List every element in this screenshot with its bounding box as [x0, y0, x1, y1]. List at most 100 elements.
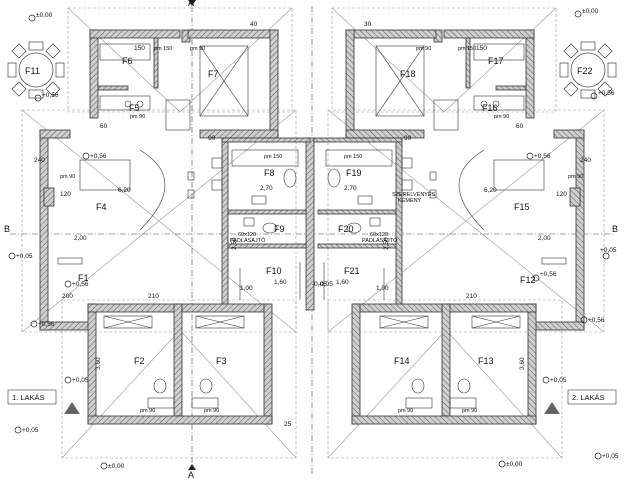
notes: 60x120 PADLÁSAJTÓ 60x120 PADLÁSAJTÓ SZER…: [230, 191, 436, 244]
door-tag-f5: pm 90: [130, 114, 145, 120]
room-f4: F4: [96, 202, 107, 212]
level-markers: [8, 10, 610, 470]
level-bottom-left: +0,05: [22, 427, 39, 434]
level-b-right: +0,05: [600, 247, 617, 254]
dim-210-right: 210: [466, 293, 477, 300]
room-f21: F21: [344, 266, 360, 276]
door-tag-f3: pm 90: [204, 408, 219, 414]
room-f16: F16: [482, 103, 498, 113]
level-f22: +0,56: [598, 90, 615, 97]
dim-150-f6: 150: [134, 45, 145, 52]
door-tag-f13: pm 90: [462, 408, 477, 414]
apartment-box-right: [567, 389, 617, 405]
dim-270-left: 2,70: [260, 185, 273, 192]
level-terrace-right: +0,56: [588, 317, 605, 324]
room-f20: F20: [338, 224, 354, 234]
flue-note-2: KÉMÉNY: [398, 197, 422, 204]
level-bottom-right: +0,05: [602, 453, 619, 460]
room-labels: F1 F2 F3 F4 F5 F6 F7 F8 F9 F10 F11 F12 F…: [25, 56, 593, 366]
level-step-right: +0,05: [550, 377, 567, 384]
level-f12: +0,56: [540, 271, 557, 278]
apartment-box-left: [7, 389, 57, 405]
dim-620-right: 6,20: [484, 187, 497, 194]
section-a-top-arrow: [188, 0, 196, 6]
dim-160-right: 1,60: [336, 279, 349, 286]
dim-150-f17: 150: [476, 45, 487, 52]
level-top-left: ±0,00: [36, 12, 53, 19]
dim-620-left: 6,20: [118, 187, 131, 194]
dim-60-left: 60: [100, 123, 108, 130]
flue-note: SZERELVÉNYES: [392, 191, 436, 198]
room-f17: F17: [488, 56, 504, 66]
door-tag-f7: pm 90: [190, 46, 205, 52]
dim-210-left: 210: [148, 293, 159, 300]
level-f11: +0,56: [42, 92, 59, 99]
level-core-right: -0,05: [318, 281, 333, 288]
level-top-right: ±0,00: [582, 8, 599, 15]
dim-25-bottom: 25: [284, 421, 292, 428]
dim-270-right: 2,70: [344, 185, 357, 192]
apartment-left-label: 1. LAKÁS: [12, 393, 45, 402]
section-a-bottom-arrow: [188, 464, 196, 470]
walls-right: [313, 29, 585, 425]
door-tag-f16: pm 90: [494, 114, 509, 120]
door-tag-f8: pm 150: [264, 154, 282, 160]
door-tag-f14: pm 90: [398, 408, 413, 414]
room-f12: F12: [520, 275, 536, 285]
section-a-bottom: A: [188, 470, 194, 480]
door-tag-f19: pm 150: [344, 154, 362, 160]
door-tags: pm 90 pm 90 pm 90 pm 90 pm 90 pm 90 pm 9…: [60, 46, 583, 414]
dim-120-right: 120: [556, 191, 567, 198]
level-f1: +0,56: [72, 281, 89, 288]
fixtures-left: [57, 43, 301, 409]
entry-marker-left: [64, 402, 80, 414]
dim-100-right: 1,00: [376, 285, 389, 292]
room-f2: F2: [134, 356, 145, 366]
room-f1: F1: [78, 273, 89, 283]
attic-hatch-label-right: PADLÁSAJTÓ: [362, 237, 398, 244]
room-f5: F5: [129, 103, 140, 113]
dim-60-right: 60: [516, 123, 524, 130]
room-f7: F7: [208, 69, 219, 79]
door-tag-f17: pm 150: [458, 46, 476, 52]
dim-120-left: 120: [60, 191, 71, 198]
dim-360-right: 3,60: [519, 357, 526, 370]
level-core-left: -0,05: [312, 281, 327, 288]
level-bottom-mid-left: ±0,00: [108, 463, 125, 470]
room-f6: F6: [122, 56, 133, 66]
dim-250-right: 2,50: [383, 237, 390, 250]
attic-hatch-size-right: 60x120: [370, 232, 388, 238]
attic-hatch-size-left: 60x120: [238, 232, 256, 238]
room-f10: F10: [266, 266, 282, 276]
door-tag-f6: pm 150: [154, 46, 172, 52]
room-f3: F3: [216, 356, 227, 366]
level-terrace-left: +0,56: [38, 321, 55, 328]
level-f15: +0,56: [534, 153, 551, 160]
section-b-right: B: [612, 224, 618, 234]
table-f22: [559, 41, 617, 99]
door-tag-f2: pm 90: [140, 408, 155, 414]
roof-outline: [21, 7, 605, 459]
dim-240-left: 240: [34, 157, 45, 164]
section-letters: A A B B: [4, 0, 618, 480]
level-b-left: +0,05: [16, 253, 33, 260]
attic-hatch-label-left: PADLÁSAJTÓ: [230, 237, 266, 244]
dimension-labels: 6,20 6,20 2,00 2,00 2,70 2,70 1,00 1,60 …: [34, 21, 591, 428]
dim-90-top-left: 90: [208, 135, 216, 142]
apartment-labels: 1. LAKÁS 2. LAKÁS: [12, 393, 605, 402]
dim-200-right: 2,00: [538, 235, 551, 242]
walls-left: [39, 29, 315, 425]
apartment-right-label: 2. LAKÁS: [572, 393, 605, 402]
room-f13: F13: [478, 356, 494, 366]
room-f14: F14: [394, 356, 410, 366]
dim-200-left: 2,00: [74, 235, 87, 242]
entry-marker-right: [544, 402, 560, 414]
room-f19: F19: [346, 168, 362, 178]
door-tag-f18: pm 90: [416, 46, 431, 52]
dim-30-top: 30: [364, 21, 372, 28]
door-tag-f15: pm 90: [568, 174, 583, 180]
section-a-top: A: [188, 0, 194, 8]
dim-100-left: 1,00: [240, 285, 253, 292]
